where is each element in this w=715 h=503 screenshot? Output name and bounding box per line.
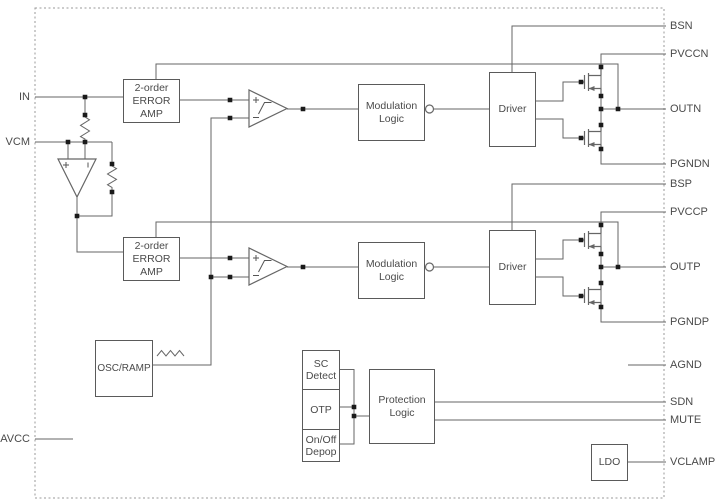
mosfet-high-side-p xyxy=(581,225,602,254)
block-error-amp-p: 2-order ERROR AMP xyxy=(123,237,180,281)
pin-label-pgndn: PGNDN xyxy=(670,158,710,170)
pin-label-sdn: SDN xyxy=(670,396,694,408)
pin-label-vcm: VCM xyxy=(5,136,30,148)
mosfet-arrow-icon xyxy=(588,244,595,249)
block-modulation-logic-n: Modulation Logic xyxy=(358,84,425,141)
block-modulation-logic-p: Modulation Logic xyxy=(358,242,425,299)
block-osc-ramp: OSC/RAMP xyxy=(95,340,153,397)
block-ldo: LDO xyxy=(591,444,628,481)
pin-label-mute: MUTE xyxy=(670,414,702,426)
block-otp: OTP xyxy=(303,389,339,429)
feedback-resistor-1 xyxy=(79,97,91,142)
inversion-bubble-icon xyxy=(424,262,435,272)
mosfet-low-side-n xyxy=(581,125,602,149)
pin-label-avcc: AVCC xyxy=(0,433,30,445)
feedback-p-wire xyxy=(155,221,619,267)
vcm-buffer-amp xyxy=(57,158,97,199)
pin-label-pvccn: PVCCN xyxy=(670,48,709,60)
pin-label-outp: OUTP xyxy=(670,261,701,273)
plus-icon xyxy=(253,97,259,103)
ramp-glyph-icon xyxy=(258,102,272,115)
pin-label-bsp: BSP xyxy=(670,178,693,190)
pin-label-agnd: AGND xyxy=(670,359,702,371)
bsp-wire xyxy=(511,183,666,230)
block-driver-p: Driver xyxy=(489,230,536,305)
inversion-bubble-icon xyxy=(424,104,435,114)
block-sc-detect: SC Detect xyxy=(305,358,337,382)
pin-label-in: IN xyxy=(19,91,30,103)
block-driver-n: Driver xyxy=(489,72,536,147)
pwm-comparator-n xyxy=(248,89,289,128)
mosfet-arrow-icon xyxy=(588,86,595,91)
mosfet-high-side-n xyxy=(581,67,602,96)
feedback-n-wire xyxy=(155,63,619,109)
ramp-waveform-icon xyxy=(156,349,185,357)
ramp-glyph-icon xyxy=(258,260,272,273)
block-protection-logic: Protection Logic xyxy=(369,369,435,444)
junction-dots xyxy=(65,64,621,419)
pin-label-vclamp: VCLAMP xyxy=(670,456,715,468)
feedback-resistor-2 xyxy=(77,142,118,217)
pwm-comparator-p xyxy=(248,247,289,286)
plus-icon xyxy=(253,255,259,261)
mosfet-arrow-icon xyxy=(588,300,595,305)
pin-label-outn: OUTN xyxy=(670,103,702,115)
bsn-wire xyxy=(511,25,666,72)
block-on-off-depop: On/Off Depop xyxy=(303,429,339,461)
protection-sensor-stack: SC Detect OTP On/Off Depop xyxy=(302,350,340,462)
channel-n-wires xyxy=(155,25,666,165)
mosfet-low-side-p xyxy=(581,283,602,307)
block-error-amp-n: 2-order ERROR AMP xyxy=(123,79,180,123)
chip-boundary-dashed-border xyxy=(34,7,665,499)
plus-icon xyxy=(63,162,69,168)
pin-label-bsn: BSN xyxy=(670,20,693,32)
pin-label-pgndp: PGNDP xyxy=(670,316,710,328)
mosfet-arrow-icon xyxy=(588,142,595,147)
pin-label-pvccp: PVCCP xyxy=(670,206,708,218)
